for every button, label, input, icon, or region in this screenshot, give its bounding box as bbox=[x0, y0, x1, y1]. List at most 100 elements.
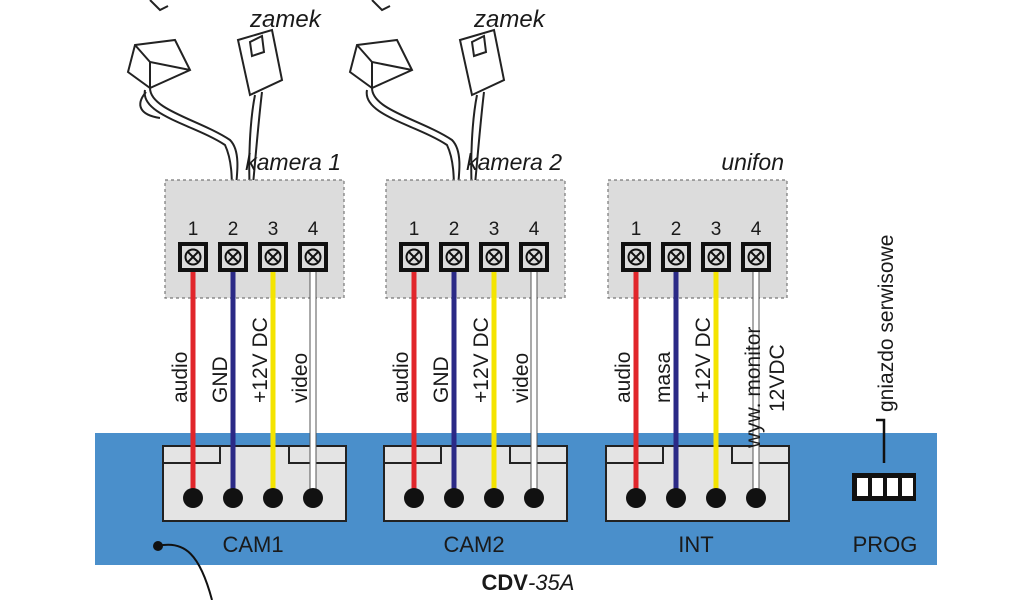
wire-label: +12V DC bbox=[249, 317, 272, 403]
screw-icon bbox=[667, 248, 685, 266]
pin-number: 4 bbox=[529, 219, 540, 240]
screw-icon bbox=[707, 248, 725, 266]
wire-0 bbox=[411, 267, 417, 497]
screw-cross bbox=[307, 251, 319, 263]
service-socket-label: gniazdo serwisowe bbox=[875, 235, 898, 412]
connector-key bbox=[606, 446, 664, 464]
screw-icon bbox=[184, 248, 202, 266]
wire-1 bbox=[451, 267, 457, 497]
wire-label: GND bbox=[430, 356, 453, 403]
pin-number: 3 bbox=[711, 219, 722, 240]
screw-icon bbox=[405, 248, 423, 266]
board-terminal bbox=[666, 488, 686, 508]
wire-1 bbox=[230, 267, 236, 497]
screw-icon bbox=[445, 248, 463, 266]
connector-label: CAM1 bbox=[222, 532, 283, 557]
zamek-label-2: zamek bbox=[473, 6, 547, 33]
board-terminal bbox=[444, 488, 464, 508]
service-socket-leader bbox=[876, 418, 886, 463]
connector-label: INT bbox=[678, 532, 713, 557]
board-terminal bbox=[404, 488, 424, 508]
wire-label: wyw. monitor bbox=[742, 327, 765, 449]
wire-2 bbox=[491, 267, 497, 497]
wire-label: audio bbox=[169, 352, 192, 403]
screw-icon bbox=[485, 248, 503, 266]
pin-number: 2 bbox=[671, 219, 682, 240]
connector-key bbox=[384, 446, 442, 464]
pin-number: 4 bbox=[751, 219, 762, 240]
screw-cross bbox=[670, 251, 682, 263]
board-terminal bbox=[303, 488, 323, 508]
lock-assembly-1 bbox=[126, 0, 284, 196]
device-model: CDV-35A bbox=[482, 570, 575, 595]
device-model-name: CDV bbox=[482, 570, 529, 595]
pin-number: 2 bbox=[449, 219, 460, 240]
connector-key bbox=[731, 446, 789, 464]
module-title: kamera 2 bbox=[466, 149, 562, 175]
board-terminal bbox=[484, 488, 504, 508]
connector-key bbox=[509, 446, 567, 464]
screw-cross bbox=[630, 251, 642, 263]
pin-number: 3 bbox=[489, 219, 500, 240]
prog-label: PROG bbox=[853, 532, 918, 557]
wire-2 bbox=[270, 267, 276, 497]
board-terminal bbox=[223, 488, 243, 508]
board-terminal bbox=[706, 488, 726, 508]
pin-number: 1 bbox=[188, 219, 199, 240]
screw-icon bbox=[304, 248, 322, 266]
pin-number: 1 bbox=[631, 219, 642, 240]
screw-cross bbox=[750, 251, 762, 263]
wire-2 bbox=[713, 267, 719, 497]
screw-cross bbox=[488, 251, 500, 263]
wire-0 bbox=[633, 267, 639, 497]
screw-icon bbox=[747, 248, 765, 266]
screw-cross bbox=[448, 251, 460, 263]
screw-cross bbox=[710, 251, 722, 263]
module-title: unifon bbox=[721, 149, 784, 175]
board-terminal bbox=[746, 488, 766, 508]
board-terminal bbox=[524, 488, 544, 508]
connector-label: CAM2 bbox=[443, 532, 504, 557]
zamek-label-1: zamek bbox=[249, 6, 323, 33]
prog-connector bbox=[852, 473, 916, 501]
wire-1 bbox=[673, 267, 679, 497]
wire-0 bbox=[190, 267, 196, 497]
screw-cross bbox=[408, 251, 420, 263]
wire-label: +12V DC bbox=[470, 317, 493, 403]
board-terminal bbox=[626, 488, 646, 508]
board-connector bbox=[605, 445, 790, 522]
device-model-suffix: -35A bbox=[528, 570, 574, 595]
screw-icon bbox=[264, 248, 282, 266]
pin-number: 1 bbox=[409, 219, 420, 240]
wire-label: +12V DC bbox=[692, 317, 715, 403]
board-terminal bbox=[263, 488, 283, 508]
board-terminal bbox=[183, 488, 203, 508]
pin-number: 3 bbox=[268, 219, 279, 240]
screw-cross bbox=[187, 251, 199, 263]
wire-label: video bbox=[510, 353, 533, 403]
wire-label: masa bbox=[652, 351, 675, 403]
module-1: kamera 1 CAM1 1 2 3 4 audio GND +12V DC video bbox=[162, 149, 347, 557]
connector-key bbox=[288, 446, 346, 464]
wire-label: audio bbox=[612, 352, 635, 403]
screw-icon bbox=[224, 248, 242, 266]
pin-number: 2 bbox=[228, 219, 239, 240]
screw-icon bbox=[627, 248, 645, 266]
module-title: kamera 1 bbox=[245, 149, 341, 175]
pin-number: 4 bbox=[308, 219, 319, 240]
screw-cross bbox=[267, 251, 279, 263]
screw-cross bbox=[227, 251, 239, 263]
board-connector bbox=[383, 445, 568, 522]
wire-label: GND bbox=[209, 356, 232, 403]
antenna-wire bbox=[157, 543, 213, 600]
wire-label: 12VDC bbox=[766, 344, 789, 412]
screw-icon bbox=[525, 248, 543, 266]
board-connector bbox=[162, 445, 347, 522]
screw-cross bbox=[528, 251, 540, 263]
wire-label: video bbox=[289, 353, 312, 403]
